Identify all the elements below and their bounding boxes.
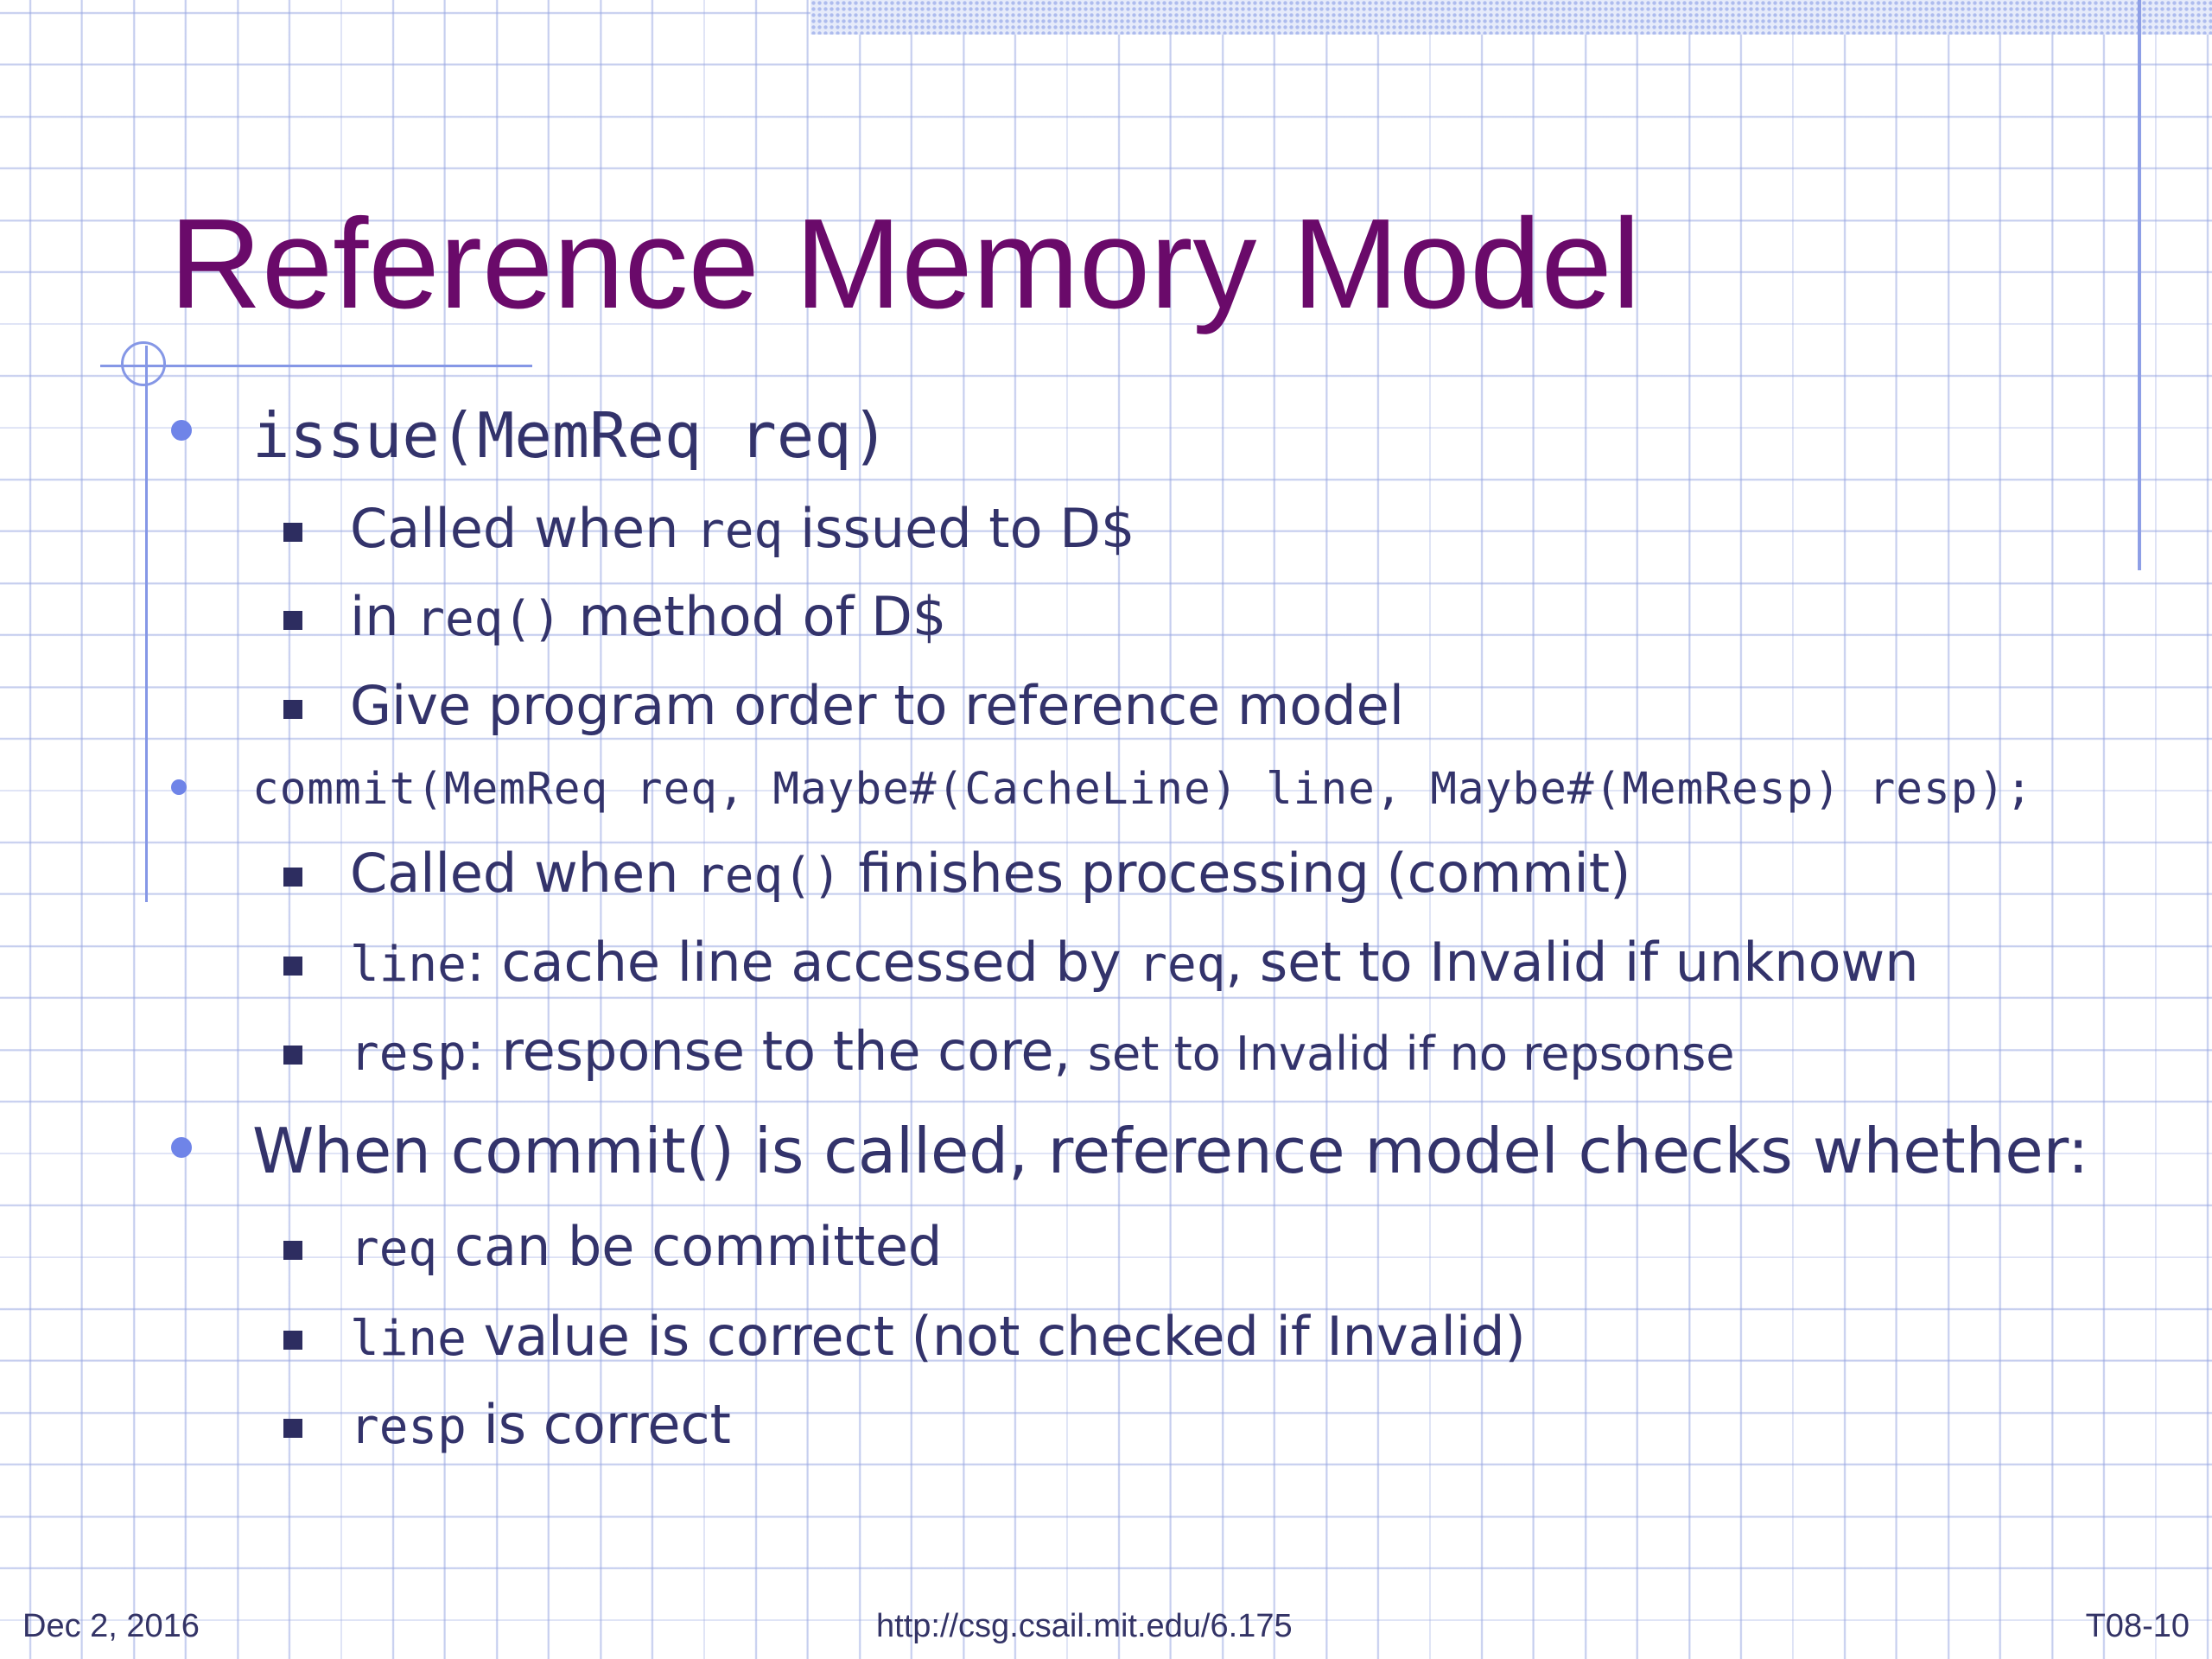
bullet-square-icon	[283, 957, 302, 976]
bullet-square-icon	[283, 523, 302, 542]
slide-body: issue(MemReq req) Called when req issued…	[171, 399, 2089, 1456]
sub-bullet: Give program order to reference model	[350, 674, 1404, 737]
footer-date: Dec 2, 2016	[22, 1608, 200, 1644]
footer-url[interactable]: http://csg.csail.mit.edu/6.175	[876, 1608, 1293, 1644]
bullet-square-icon	[283, 1331, 302, 1350]
bullet-dot-icon	[171, 779, 187, 795]
bullet-square-icon	[283, 611, 302, 630]
title-underline	[100, 365, 532, 367]
sub-bullet: Called when req() finishes processing (c…	[350, 842, 1631, 905]
bullet-square-icon	[283, 1241, 302, 1260]
sub-bullet: resp is correct	[350, 1393, 731, 1456]
bullet-dot-icon	[171, 1137, 192, 1158]
bullet-square-icon	[283, 700, 302, 719]
bullet-square-icon	[283, 1419, 302, 1438]
slide-title: Reference Memory Model	[169, 193, 1641, 335]
decorative-right-line	[2138, 0, 2141, 570]
bullet-issue: issue(MemReq req)	[252, 399, 889, 472]
footer-slide-number: T08-10	[2085, 1608, 2190, 1644]
sub-bullet: req can be committed	[350, 1215, 943, 1278]
bullet-dot-icon	[171, 420, 192, 441]
decorative-left-line	[145, 346, 148, 902]
sub-bullet: line value is correct (not checked if In…	[350, 1305, 1526, 1368]
bullet-square-icon	[283, 1046, 302, 1065]
sub-bullet: line: cache line accessed by req, set to…	[350, 931, 1919, 994]
bullet-square-icon	[283, 868, 302, 887]
bullet-when-commit: When commit() is called, reference model…	[252, 1115, 2089, 1187]
bullet-commit: commit(MemReq req, Maybe#(CacheLine) lin…	[252, 764, 2033, 815]
sub-bullet: Called when req issued to D$	[350, 497, 1135, 560]
decorative-top-band	[810, 0, 2212, 35]
crosshair-icon	[121, 341, 166, 386]
sub-bullet: in req() method of D$	[350, 585, 947, 648]
sub-bullet: resp: response to the core, set to Inval…	[350, 1020, 1735, 1083]
